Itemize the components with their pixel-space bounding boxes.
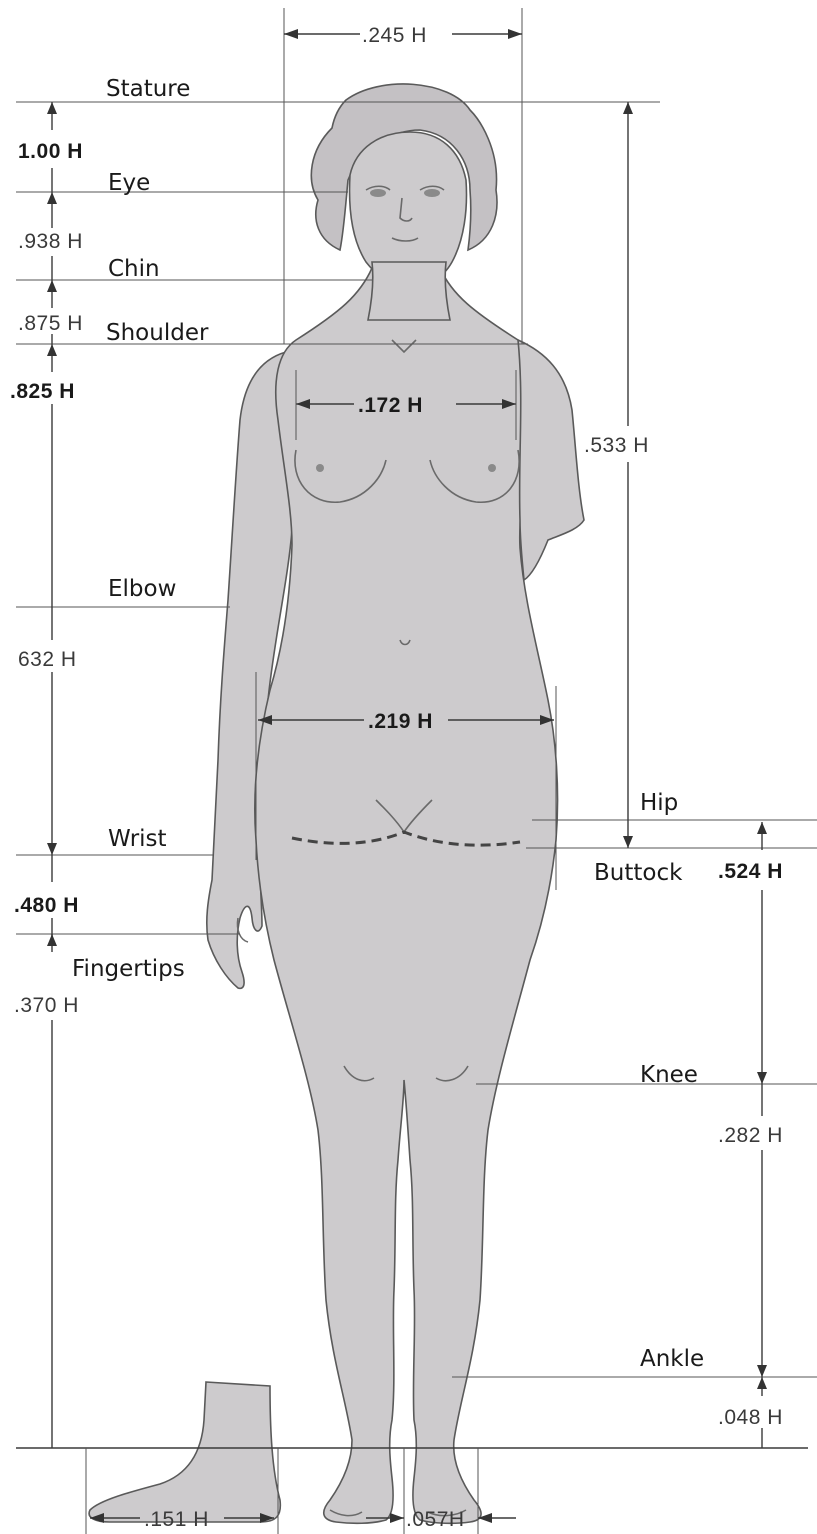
foot-profile-shape xyxy=(89,1382,280,1522)
label-shoulder: Shoulder xyxy=(106,320,209,346)
height-stature: 1.00 H xyxy=(18,140,83,163)
label-chin: Chin xyxy=(108,256,160,282)
label-buttock: Buttock xyxy=(594,860,683,886)
width-ankle: .057H xyxy=(406,1508,465,1531)
height-ankle: .048 H xyxy=(718,1406,783,1429)
label-elbow: Elbow xyxy=(108,576,176,602)
width-hip: .219 H xyxy=(368,710,433,733)
label-knee: Knee xyxy=(640,1062,698,1088)
female-figure xyxy=(89,84,584,1523)
label-ankle: Ankle xyxy=(640,1346,704,1372)
right-arm-shape xyxy=(518,340,584,580)
height-wrist: .480 H xyxy=(14,894,79,917)
width-foot-length: .151 H xyxy=(144,1508,209,1531)
height-buttock: .524 H xyxy=(718,860,783,883)
height-chin: .875 H xyxy=(18,312,83,335)
label-wrist: Wrist xyxy=(108,826,167,852)
height-knee: .282 H xyxy=(718,1124,783,1147)
label-stature: Stature xyxy=(106,76,190,102)
label-hip: Hip xyxy=(640,790,678,816)
label-eye: Eye xyxy=(108,170,150,196)
label-fingertips: Fingertips xyxy=(72,956,185,982)
width-head: .245 H xyxy=(362,24,427,47)
height-elbow: 632 H xyxy=(18,648,77,671)
height-fingertips: .370 H xyxy=(14,994,79,1017)
height-shoulder-to-hip: .533 H xyxy=(584,434,649,457)
height-eye: .938 H xyxy=(18,230,83,253)
width-chest: .172 H xyxy=(358,394,423,417)
height-shoulder: .825 H xyxy=(10,380,75,403)
neck-shape xyxy=(368,262,450,320)
torso-legs-shape xyxy=(255,268,558,1523)
